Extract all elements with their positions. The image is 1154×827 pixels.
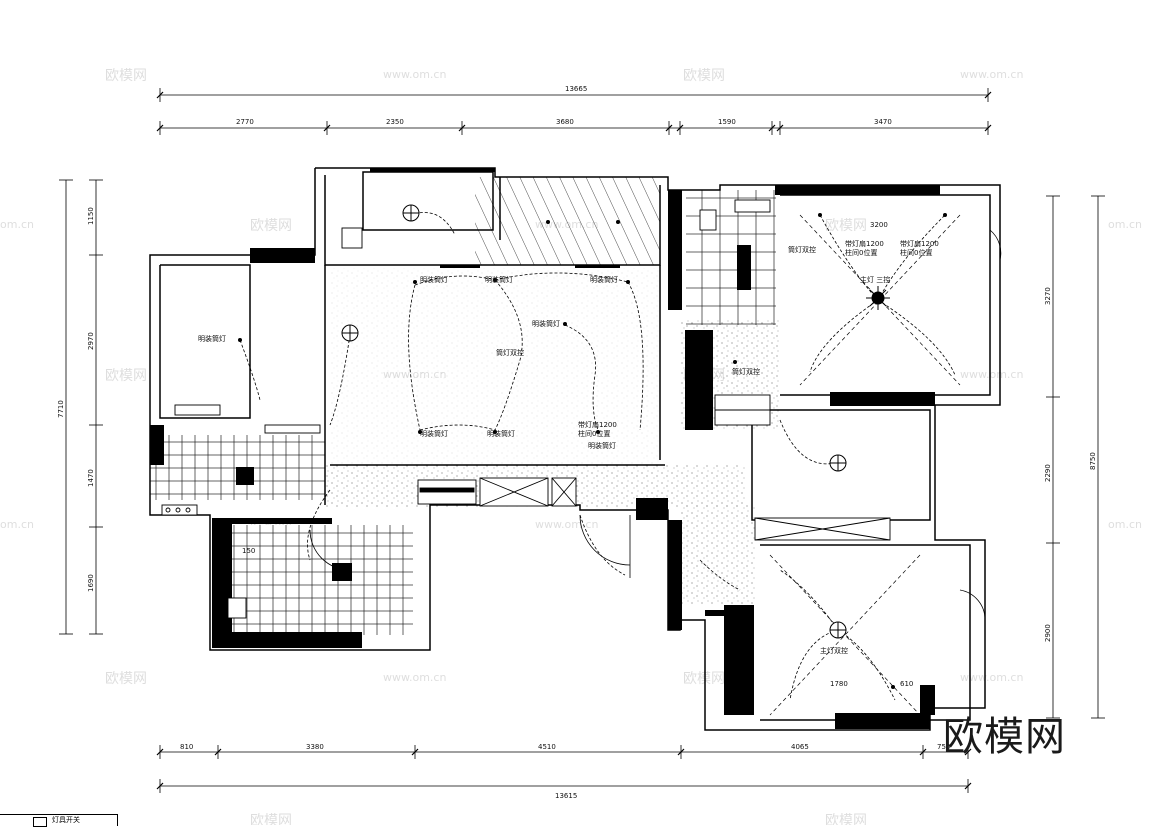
- dim-top-4: 1590: [718, 118, 736, 126]
- dimension-labels: 13665 2770 2350 3680 1590 3470 810 3380 …: [57, 85, 1097, 800]
- watermark-brand: 欧模网: [105, 671, 147, 687]
- watermark-url: om.cn: [0, 218, 34, 231]
- brand-logo: 欧模网: [943, 714, 1066, 760]
- wall-blocks: [150, 168, 940, 729]
- label-master-fan-1-note: 柱间0位置: [845, 248, 877, 257]
- label-living-spot-2: 明装筒灯: [485, 275, 513, 284]
- dim-bottom-4: 4065: [791, 743, 809, 751]
- light-fixtures: [341, 204, 890, 639]
- dim-top-total: 13665: [565, 85, 587, 93]
- watermark-url: om.cn: [1108, 518, 1142, 531]
- floor-fills: [150, 177, 780, 635]
- label-kitchen-dim: 150: [242, 547, 255, 555]
- watermark-brand: 欧模网: [105, 368, 147, 384]
- label-master-dim: 3200: [870, 221, 888, 229]
- label-bedroom-bottom-dim-1: 1780: [830, 680, 848, 688]
- dim-left-1: 1150: [87, 207, 95, 225]
- watermark-url: www.om.cn: [960, 68, 1023, 81]
- label-living-spot-4: 明装筒灯: [532, 319, 560, 328]
- label-master-fan-2-note: 柱间0位置: [900, 248, 932, 257]
- bathroom-floor-tiles: [218, 525, 413, 635]
- label-dining-spot: 明装筒灯: [588, 441, 616, 450]
- watermark-url: www.om.cn: [960, 671, 1023, 684]
- ceiling-light-icon: [402, 204, 420, 222]
- label-master-fan-2: 带灯扇1200: [900, 239, 939, 248]
- label-master-switch: 筒灯双控: [788, 245, 816, 254]
- label-bedroom-left: 明装筒灯: [198, 334, 226, 343]
- label-master-fan-1: 带灯扇1200: [845, 239, 884, 248]
- dim-bottom-total: 13615: [555, 792, 577, 800]
- label-dining-fan-note: 柱间0位置: [578, 429, 610, 438]
- watermark-url: www.om.cn: [383, 671, 446, 684]
- fixtures: [161, 199, 891, 619]
- ceiling-light-icon: [341, 324, 359, 342]
- watermark-brand: 欧模网: [683, 68, 725, 84]
- watermark-url: www.om.cn: [535, 518, 598, 531]
- legend: 灯具开关: [0, 814, 118, 827]
- chandelier-icon: [866, 286, 890, 310]
- watermark-brand: 欧模网: [250, 218, 292, 234]
- legend-swatch: [33, 817, 47, 827]
- watermark-url: om.cn: [1108, 218, 1142, 231]
- dim-top-3: 3680: [556, 118, 574, 126]
- label-master-main: 主灯 三控: [860, 275, 890, 284]
- dim-bottom-1: 810: [180, 743, 193, 751]
- dim-right-total: 8750: [1089, 452, 1097, 470]
- dimension-lines: [59, 88, 1105, 793]
- legend-label: 灯具开关: [52, 816, 80, 824]
- dim-left-total: 7710: [57, 400, 65, 418]
- label-living-spot-5: 明装筒灯: [420, 429, 448, 438]
- ceiling-light-icon: [829, 454, 847, 472]
- watermark-brand: 欧模网: [105, 68, 147, 84]
- label-living-spot-6: 明装筒灯: [487, 429, 515, 438]
- hall-2-speckle: [680, 505, 755, 605]
- label-living-switch: 筒灯双控: [496, 348, 524, 357]
- ceiling-light-icon: [829, 621, 847, 639]
- balcony-floor-hatch: [475, 177, 660, 265]
- dim-left-2: 2970: [87, 332, 95, 350]
- watermark-brand: 欧模网: [683, 671, 725, 687]
- label-dining-fan: 带灯扇1200: [578, 420, 617, 429]
- spot-lights: [238, 213, 947, 689]
- watermark-url: om.cn: [0, 518, 34, 531]
- dim-right-3: 2900: [1044, 624, 1052, 642]
- room-labels: 明装筒灯 筒灯双控 明装筒灯 明装筒灯 明装筒灯 明装筒灯 明装筒灯 明装筒灯 …: [198, 221, 939, 688]
- watermark-url: www.om.cn: [383, 68, 446, 81]
- dim-bottom-2: 3380: [306, 743, 324, 751]
- dim-bottom-3: 4510: [538, 743, 556, 751]
- watermark-brand: 欧模网: [250, 813, 292, 825]
- label-living-spot-3: 明装筒灯: [590, 275, 618, 284]
- dim-top-2: 2350: [386, 118, 404, 126]
- dim-top-5: 3470: [874, 118, 892, 126]
- doors: [309, 229, 1002, 621]
- label-living-spot-1: 明装筒灯: [420, 275, 448, 284]
- watermark-brand: 欧模网: [825, 218, 867, 234]
- dim-left-3: 1470: [87, 469, 95, 487]
- dim-left-4: 1690: [87, 574, 95, 592]
- watermark-url: www.om.cn: [960, 368, 1023, 381]
- living-room-speckle: [330, 268, 660, 468]
- dim-right-1: 3270: [1044, 287, 1052, 305]
- label-bedroom-bottom-dim-2: 610: [900, 680, 913, 688]
- label-corridor-switch: 筒灯双控: [732, 367, 760, 376]
- dim-top-1: 2770: [236, 118, 254, 126]
- dimension-ticks: [156, 91, 992, 790]
- ceiling-lines: [769, 214, 961, 716]
- dim-bottom-5: 750: [937, 743, 950, 751]
- dim-right-2: 2290: [1044, 464, 1052, 482]
- label-bedroom-bottom-switch: 主灯双控: [820, 646, 848, 655]
- watermark-brand: 欧模网: [825, 813, 867, 825]
